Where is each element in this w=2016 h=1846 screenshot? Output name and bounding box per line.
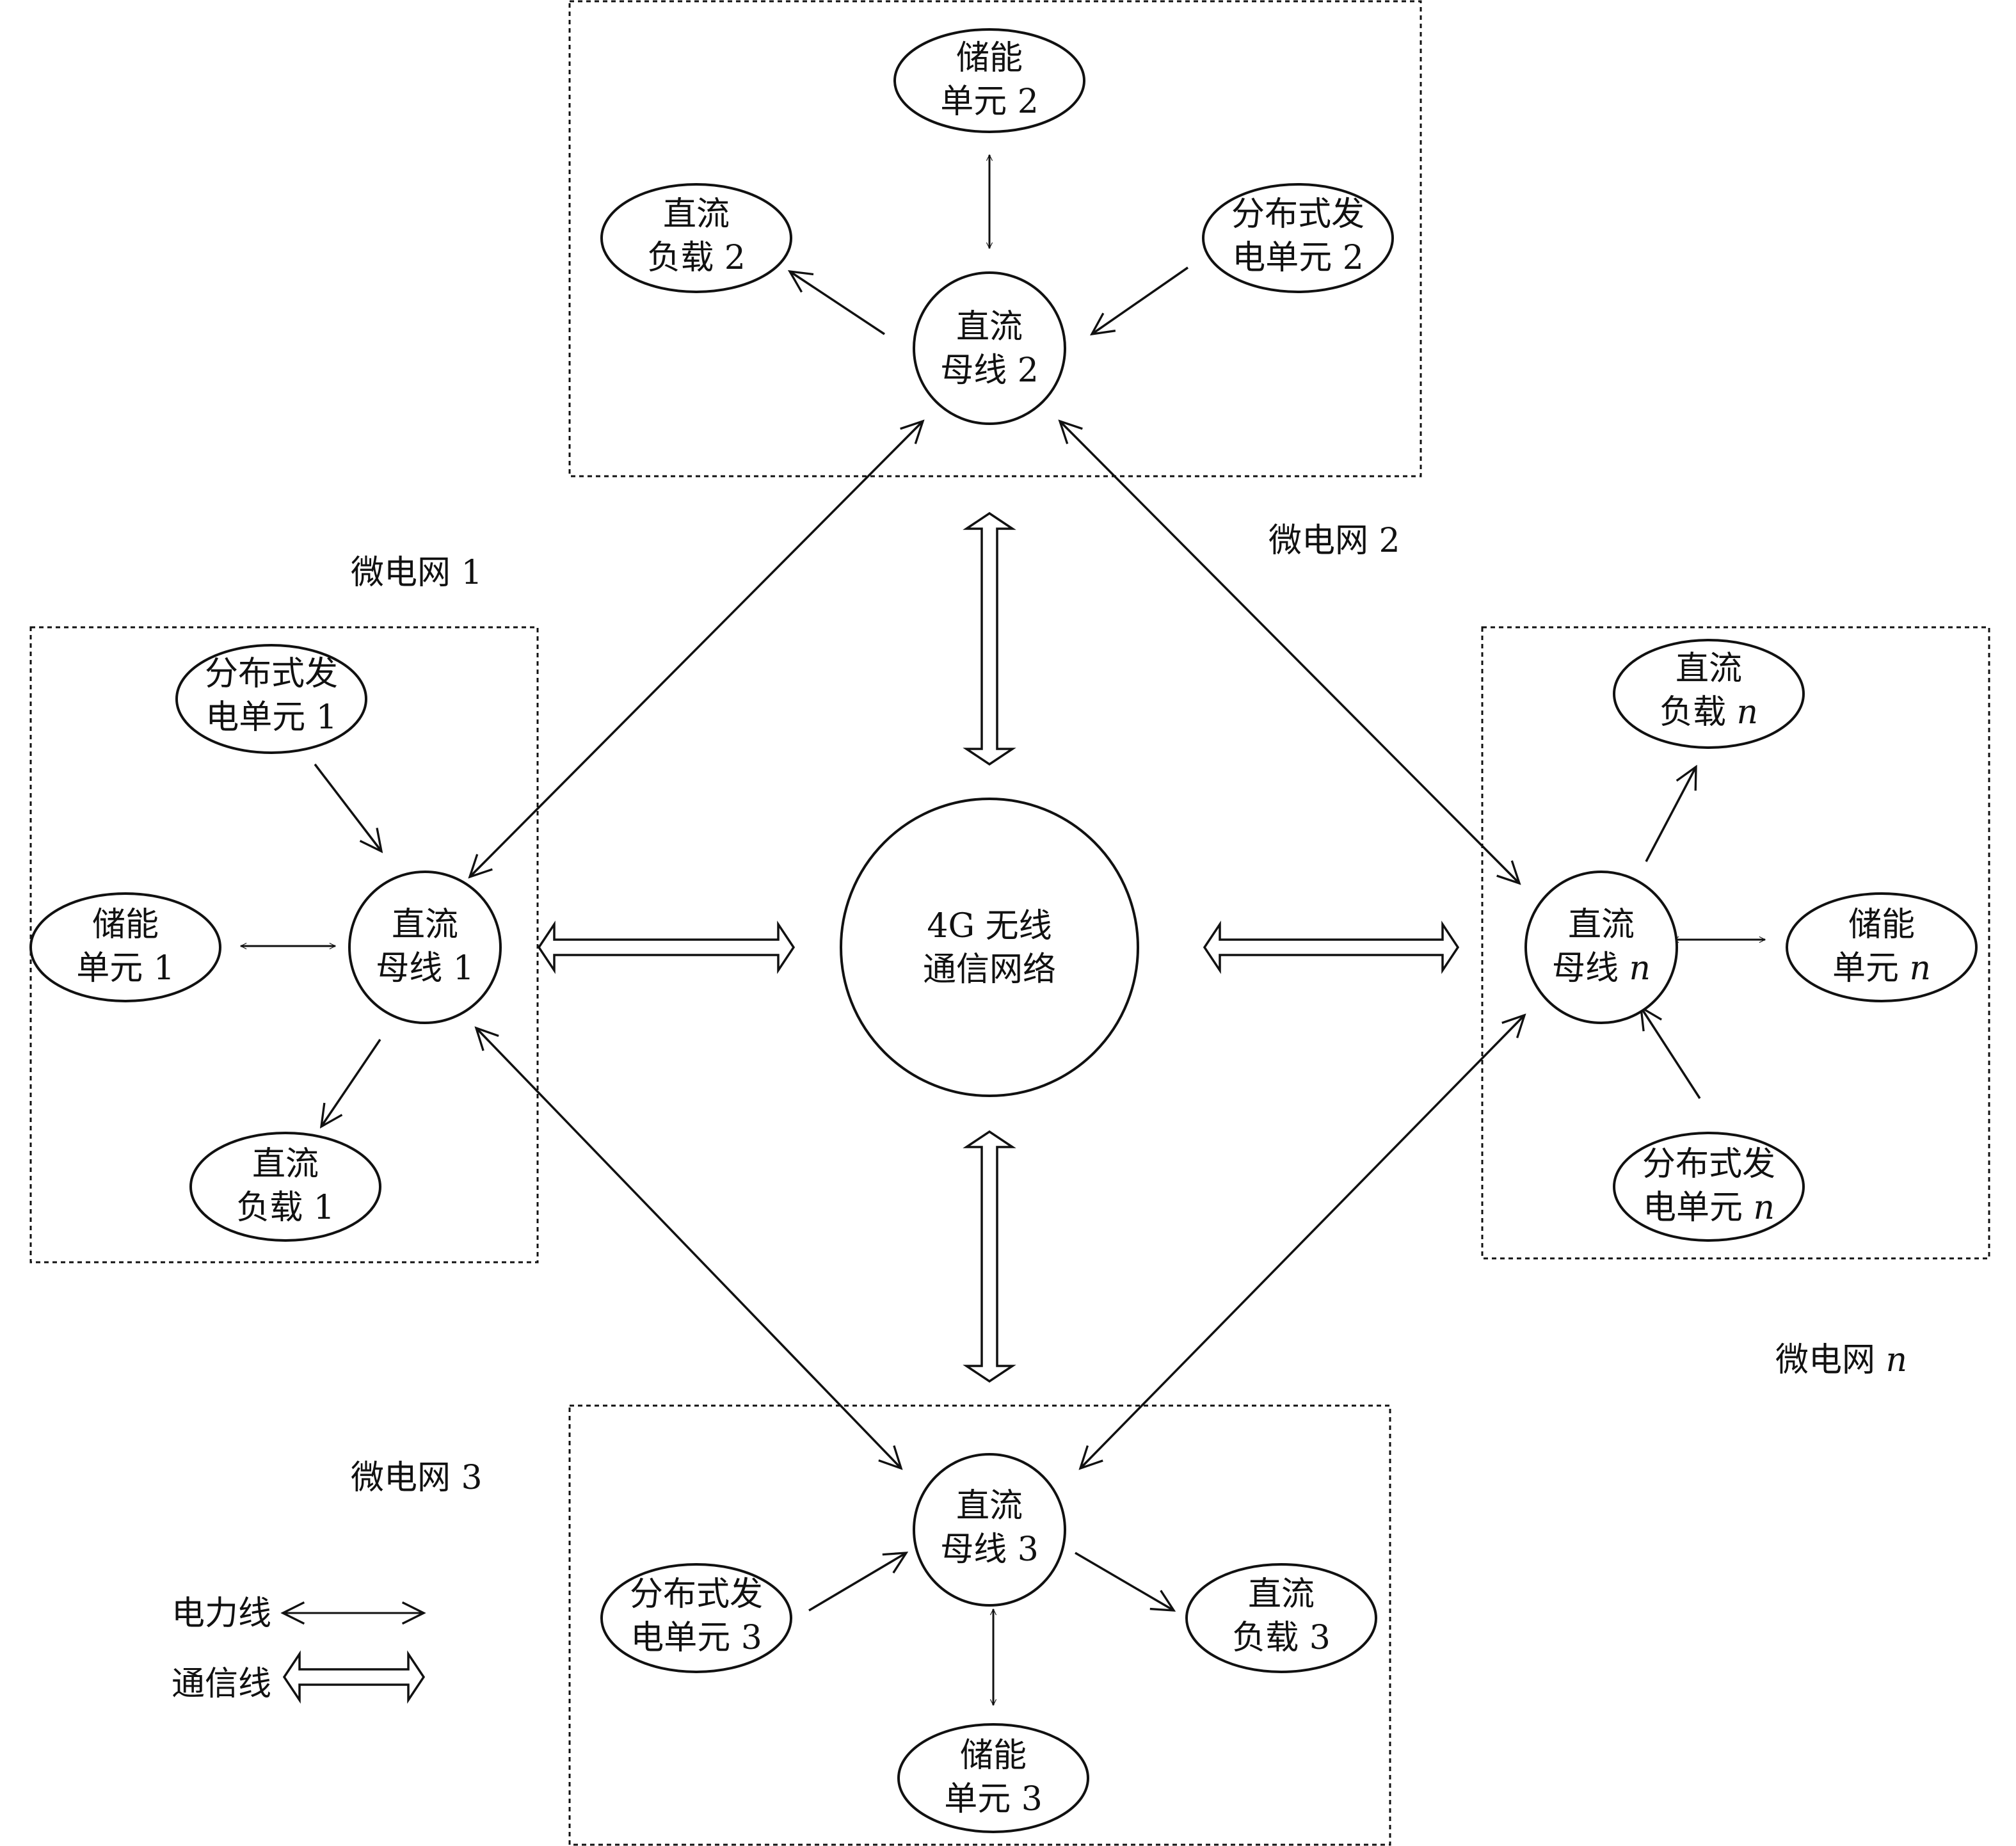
- 4g-network-line2: 通信网络: [923, 951, 1056, 989]
- gridn-bus-line1: 直流: [1568, 906, 1635, 944]
- gridn-load-line2: 负载 n: [1660, 693, 1758, 732]
- grid2-load-line2: 负载 2: [647, 239, 746, 277]
- grid3-generation-line2: 电单元 3: [630, 1619, 762, 1657]
- grid3-bus-node: [913, 1453, 1066, 1607]
- grid2-bus-line2: 母线 2: [940, 351, 1039, 390]
- gridn-storage-line2: 单元 n: [1832, 949, 1931, 988]
- gridn-generation-node: [1613, 1132, 1805, 1242]
- grid1-load-node: [189, 1132, 381, 1242]
- gridn-gen-bus-link: [1641, 1007, 1701, 1099]
- power-line-bus1-bus3: [476, 1028, 901, 1468]
- microgrid-3-box: [568, 1404, 1391, 1846]
- gridn-load-line1: 直流: [1676, 650, 1742, 688]
- gridn-bus-load-link: [1645, 767, 1696, 862]
- power-line-busn-bus3: [1080, 1015, 1524, 1468]
- grid2-generation-node: [1202, 183, 1394, 293]
- gridn-storage-line1: 储能: [1848, 906, 1915, 944]
- grid2-load-line1: 直流: [663, 195, 730, 234]
- grid3-bus-load-link: [1075, 1552, 1174, 1610]
- 4g-network-line1: 4G 无线: [927, 907, 1052, 945]
- grid1-bus-load-link: [321, 1039, 381, 1127]
- grid2-gen-bus-link: [1092, 266, 1188, 334]
- grid1-storage-line2: 单元 1: [76, 949, 175, 988]
- microgrid-n-label: 微电网 n: [1775, 1341, 1907, 1379]
- comm-line-center-gridn: [1203, 920, 1460, 974]
- comm-line-center-grid1: [537, 920, 796, 974]
- comm-line-center-grid3: [963, 1130, 1016, 1383]
- grid1-bus-node: [348, 871, 502, 1024]
- gridn-bus-node: [1524, 871, 1678, 1024]
- legend: 电力线 通信线: [172, 1594, 426, 1704]
- grid3-bus-line2: 母线 3: [940, 1530, 1039, 1569]
- grid3-generation-node: [600, 1563, 792, 1673]
- gridn-generation-line2: 电单元 n: [1643, 1189, 1775, 1227]
- microgrid-3-label: 微电网 3: [351, 1459, 483, 1497]
- grid1-bus-line1: 直流: [392, 906, 458, 944]
- microgrid-n-box: [1481, 626, 1990, 1260]
- grid2-storage-node: [893, 28, 1085, 133]
- gridn-generation-line1: 分布式发: [1642, 1145, 1775, 1184]
- comm-line-center-grid2: [963, 511, 1016, 766]
- gridn-storage-node: [1786, 892, 1978, 1002]
- grid1-bus-line2: 母线 1: [376, 949, 474, 988]
- grid3-storage-line2: 单元 3: [944, 1780, 1043, 1818]
- grid3-storage-node: [897, 1723, 1089, 1833]
- grid3-storage-line1: 储能: [960, 1737, 1027, 1775]
- grid2-bus-line1: 直流: [956, 308, 1023, 346]
- grid1-generation-node: [175, 644, 367, 754]
- legend-comm-label: 通信线: [172, 1665, 271, 1703]
- grid1-gen-bus-link: [314, 763, 381, 851]
- gridn-bus-line2: 母线 n: [1552, 949, 1651, 988]
- legend-comm-line-symbol: [282, 1650, 426, 1704]
- grid2-load-node: [600, 183, 792, 293]
- grid2-generation-line1: 分布式发: [1231, 195, 1364, 234]
- grid1-generation-line2: 电单元 1: [205, 698, 337, 737]
- grid1-generation-line1: 分布式发: [205, 655, 338, 693]
- gridn-load-node: [1613, 639, 1805, 749]
- grid3-load-node: [1185, 1563, 1377, 1673]
- grid2-storage-line1: 储能: [956, 39, 1023, 77]
- grid1-storage-line1: 储能: [92, 906, 159, 944]
- grid1-load-line1: 直流: [252, 1145, 319, 1184]
- legend-power-label: 电力线: [172, 1594, 271, 1633]
- grid2-generation-line2: 电单元 2: [1232, 239, 1364, 277]
- 4g-network-node: [840, 798, 1139, 1097]
- microgrid-2-label: 微电网 2: [1268, 522, 1400, 560]
- microgrid-2-box: [568, 0, 1422, 478]
- power-line-bus1-bus2: [470, 421, 923, 877]
- grid2-bus-load-link: [790, 271, 885, 335]
- microgrid-1-label: 微电网 1: [351, 554, 483, 592]
- grid3-generation-line1: 分布式发: [630, 1575, 763, 1614]
- power-line-bus2-busn: [1060, 421, 1519, 883]
- grid3-load-line1: 直流: [1248, 1575, 1315, 1614]
- grid2-bus-node: [913, 271, 1066, 425]
- grid3-load-line2: 负载 3: [1232, 1619, 1331, 1657]
- grid2-storage-line2: 单元 2: [940, 83, 1039, 121]
- grid1-storage-node: [29, 892, 221, 1002]
- grid3-bus-line1: 直流: [956, 1487, 1023, 1525]
- grid3-gen-bus-link: [808, 1553, 906, 1612]
- grid1-load-line2: 负载 1: [236, 1189, 335, 1227]
